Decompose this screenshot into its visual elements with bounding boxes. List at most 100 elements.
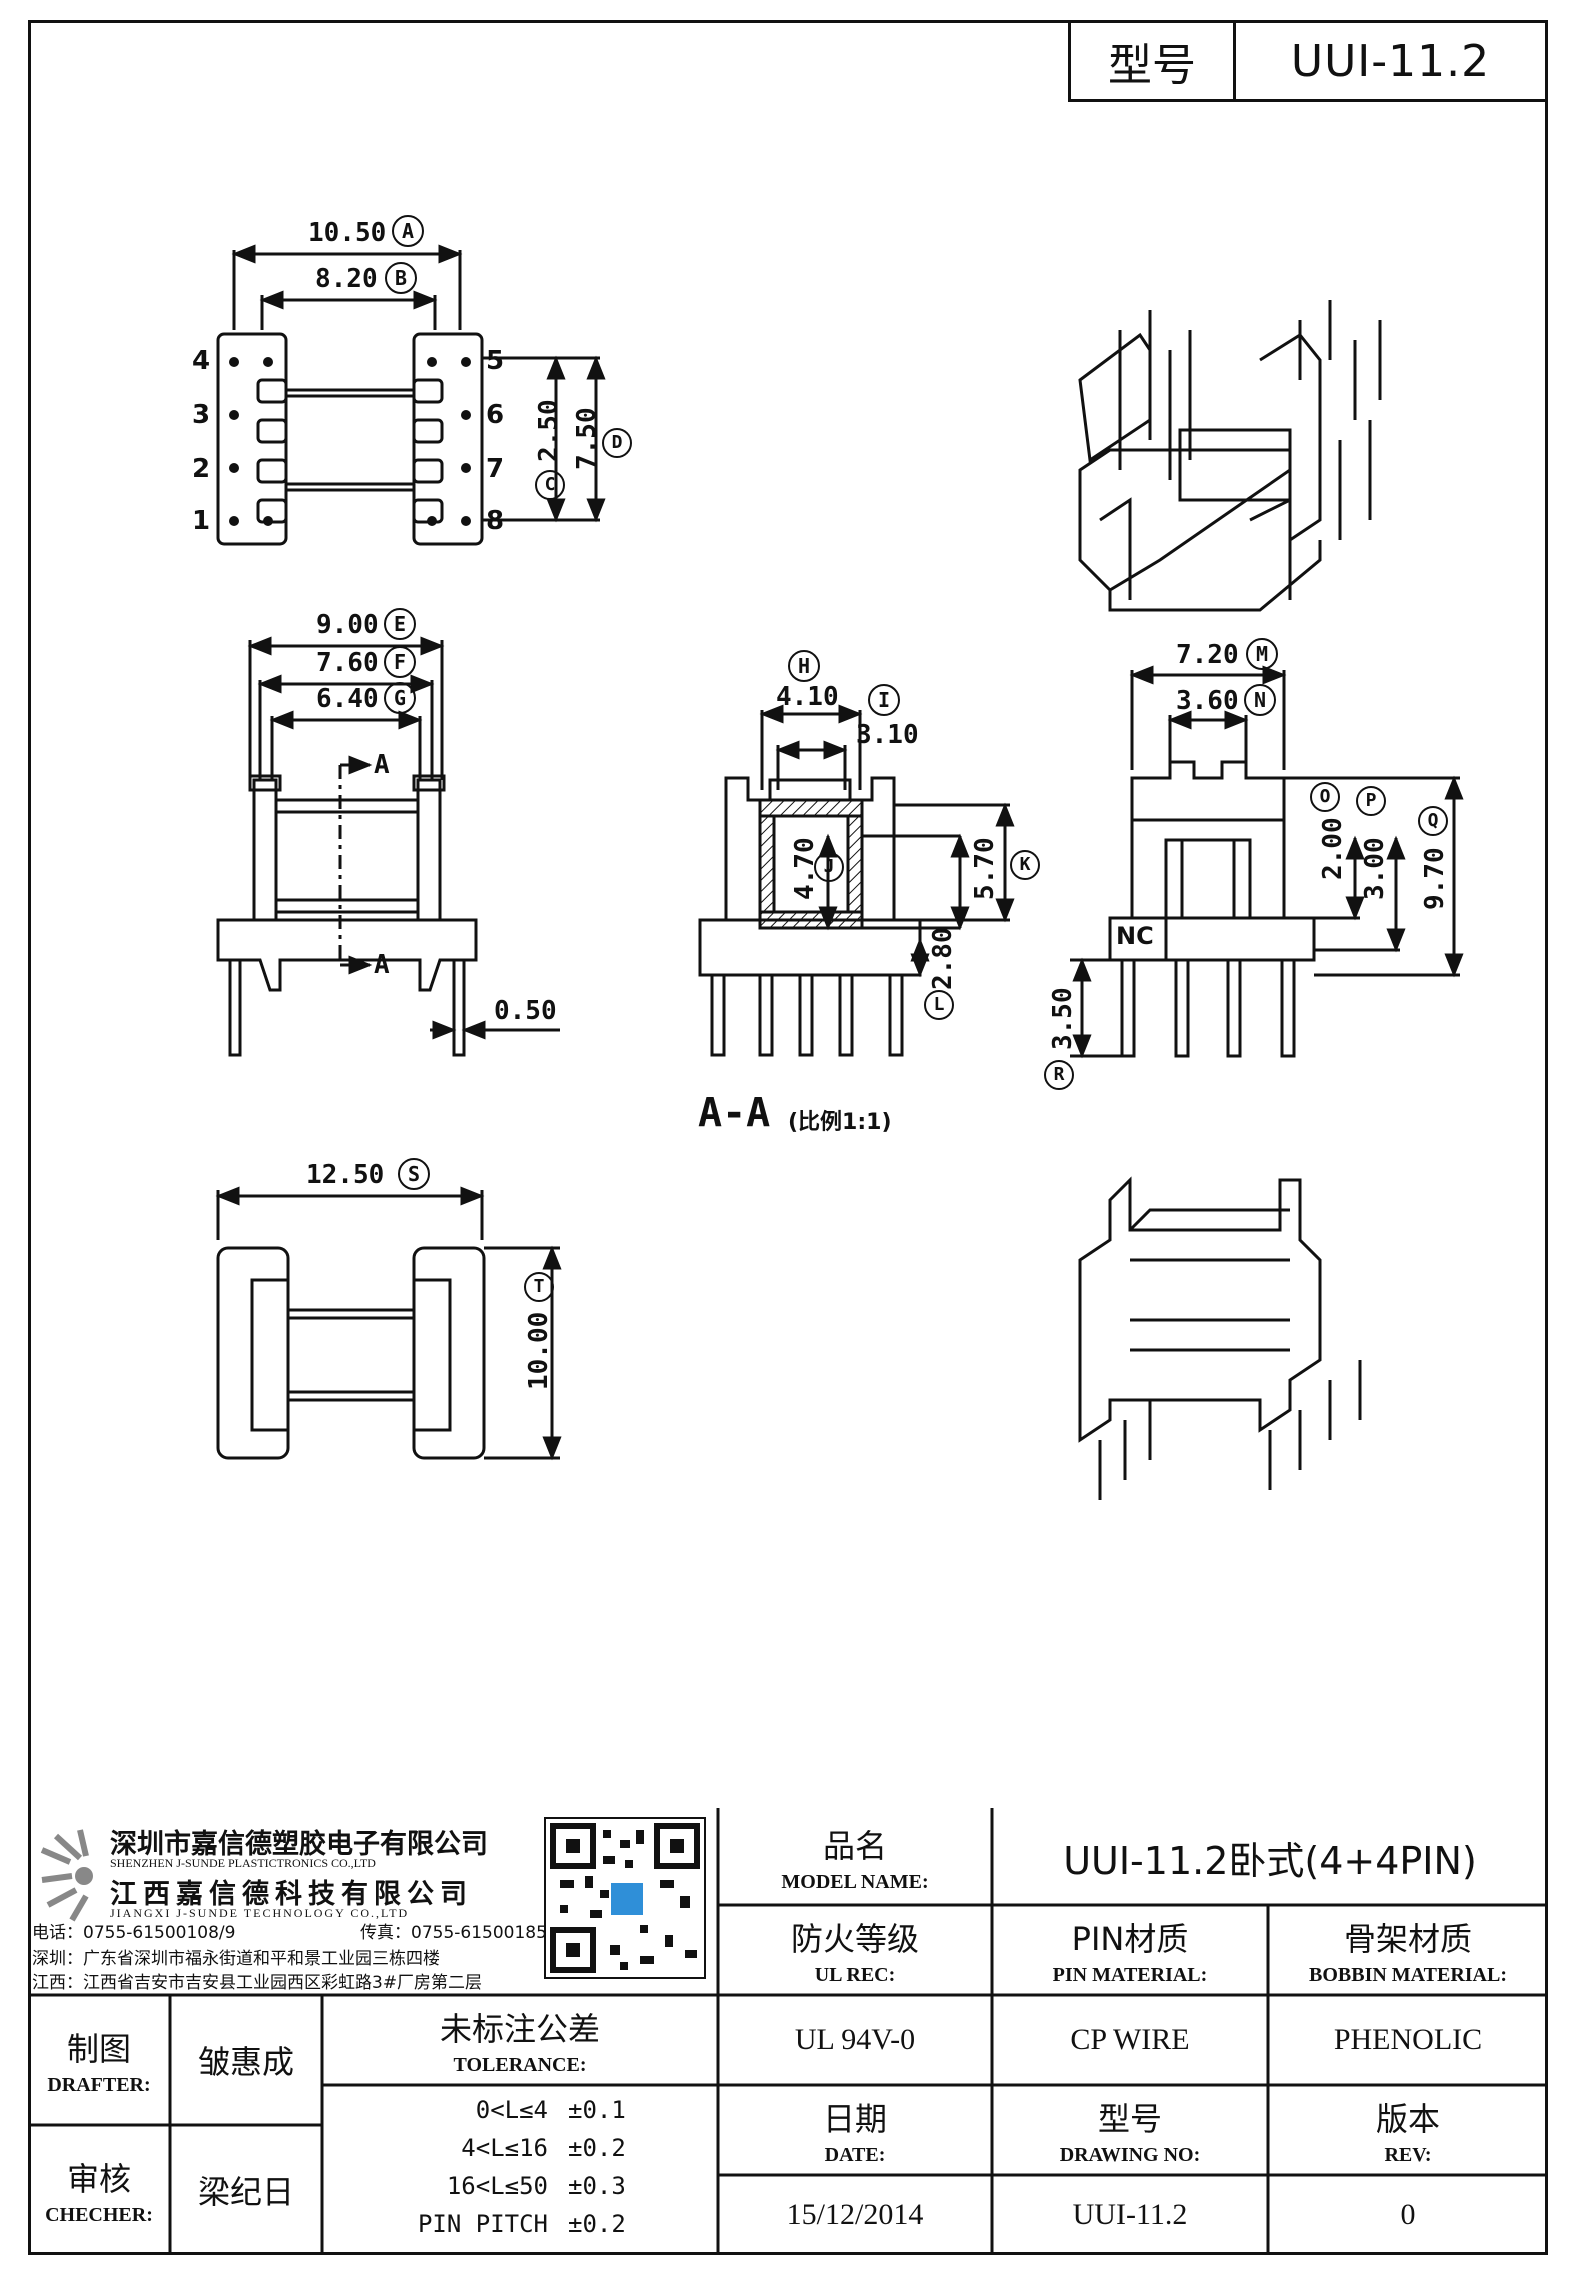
title-block: 型号 UUI-11.2	[1068, 20, 1548, 102]
drawing-no-label-cell: 型号 DRAWING NO:	[992, 2085, 1268, 2175]
pin-label-5: 5	[486, 346, 505, 376]
bobbin-material-value-cell: PHENOLIC	[1268, 1995, 1548, 2085]
company-fax: 传真：0755-61500185	[360, 1923, 547, 1943]
circle-label-n: N	[1244, 684, 1276, 716]
drawing-no-label-en: DRAWING NO:	[1059, 2143, 1201, 2166]
circle-label-a: A	[392, 215, 424, 247]
circle-label-i: I	[868, 684, 900, 716]
dim-bottom-10-00: 10.00	[524, 1311, 554, 1390]
section-title: A-A	[698, 1090, 771, 1136]
dim-top-height: 7.50	[572, 407, 602, 470]
checker-label-cn: 审核	[66, 2159, 131, 2198]
model-name-value-cell: UUI-11.2卧式(4+4PIN)	[992, 1810, 1548, 1905]
drawing-no-value-cell: UUI-11.2	[992, 2175, 1268, 2255]
pin-label-7: 7	[486, 454, 505, 484]
tolerance-title-cn: 未标注公差	[439, 2009, 600, 2048]
isometric-view-top	[1078, 300, 1382, 612]
tolerance-table: 0<L≤4 ±0.1 4<L≤16 ±0.2 16<L≤50 ±0.3 PIN …	[322, 2090, 718, 2255]
circle-label-r: R	[1044, 1060, 1074, 1090]
tolerance-range-2: 16<L≤50	[446, 2172, 548, 2200]
dim-side-3-60: 3.60	[1176, 686, 1239, 716]
date-value: 15/12/2014	[786, 2198, 924, 2231]
bobbin-material-value: PHENOLIC	[1333, 2023, 1483, 2056]
company-address-shenzhen: 深圳：广东省深圳市福永街道和平和景工业园三栋四楼	[32, 1949, 440, 1969]
drafter-label-cn: 制图	[66, 2029, 131, 2068]
ul-rec-label-cn: 防火等级	[790, 1919, 919, 1958]
ul-rec-value-cell: UL 94V-0	[718, 1995, 992, 2085]
title-block-value: UUI-11.2	[1290, 35, 1491, 87]
dim-front-0-50: 0.50	[494, 996, 557, 1026]
rev-value: 0	[1400, 2198, 1416, 2231]
circle-label-h: H	[788, 650, 820, 682]
dim-side-3-50: 3.50	[1048, 987, 1078, 1050]
pin-label-3: 3	[192, 400, 211, 430]
company-name-cn-2: 江西嘉信德科技有限公司	[110, 1879, 473, 1910]
bottom-view	[215, 1186, 562, 1461]
tolerance-range-0: 0<L≤4	[475, 2096, 548, 2124]
rev-value-cell: 0	[1268, 2175, 1548, 2255]
rev-label-en: REV:	[1384, 2143, 1432, 2166]
circle-label-o: O	[1310, 782, 1340, 812]
side-view	[1070, 665, 1464, 1059]
pin-material-value-cell: CP WIRE	[992, 1995, 1268, 2085]
circle-label-k: K	[1010, 850, 1040, 880]
dim-section-3-10: 3.10	[856, 720, 919, 750]
circle-label-m: M	[1246, 638, 1278, 670]
pin-label-8: 8	[486, 506, 505, 536]
dim-bottom-12-50: 12.50	[306, 1160, 385, 1190]
tolerance-value-2: ±0.3	[568, 2172, 626, 2200]
circle-label-f: F	[384, 646, 416, 678]
circle-label-q: Q	[1418, 806, 1448, 836]
dim-side-3-00: 3.00	[1360, 837, 1390, 900]
bobbin-material-label-cell: 骨架材质 BOBBIN MATERIAL:	[1268, 1905, 1548, 1995]
isometric-view-bottom	[1078, 1176, 1362, 1500]
model-name-label-cell: 品名 MODEL NAME:	[718, 1810, 992, 1905]
qr-code-graphic	[544, 1817, 706, 1979]
tolerance-value-1: ±0.2	[568, 2134, 626, 2162]
dim-front-6-40: 6.40	[316, 684, 379, 714]
section-mark-a-bottom: A	[374, 950, 390, 980]
company-name-cn-1: 深圳市嘉信德塑胶电子有限公司	[110, 1829, 488, 1860]
company-address-jiangxi: 江西：江西省吉安市吉安县工业园西区彩虹路3#厂房第二层	[32, 1973, 483, 1993]
drawing-no-value: UUI-11.2	[1072, 2198, 1188, 2231]
dim-top-width-outer: 10.50	[308, 218, 387, 248]
circle-label-s: S	[398, 1158, 430, 1190]
drafter-name: 皱惠成	[197, 2043, 294, 2081]
dim-top-pitch: 2.50	[534, 399, 564, 462]
pin-label-4: 4	[192, 346, 211, 376]
drafter-name-cell: 皱惠成	[170, 1995, 322, 2125]
front-view	[216, 636, 560, 1057]
dim-section-5-70: 5.70	[970, 837, 1000, 900]
dim-front-7-60: 7.60	[316, 648, 379, 678]
tolerance-title-en: TOLERANCE:	[453, 2053, 587, 2076]
circle-label-b: B	[385, 262, 417, 294]
company-name-en-1: SHENZHEN J-SUNDE PLASTICTRONICS CO.,LTD	[110, 1856, 376, 1870]
bobbin-material-label-cn: 骨架材质	[1343, 1919, 1472, 1958]
pin-label-2: 2	[192, 454, 211, 484]
circle-label-d: D	[602, 428, 632, 458]
circle-label-l: L	[924, 990, 954, 1020]
section-scale-note: (比例1:1)	[788, 1110, 892, 1135]
date-value-cell: 15/12/2014	[718, 2175, 992, 2255]
checker-name-cell: 梁纪日	[170, 2125, 322, 2255]
dim-section-4-10: 4.10	[776, 682, 839, 712]
pin-label-1: 1	[192, 506, 211, 536]
nc-label: NC	[1116, 922, 1154, 950]
checker-label-en: CHECHER:	[45, 2203, 153, 2226]
circle-label-t: T	[524, 1272, 554, 1302]
tolerance-range-3: PIN PITCH	[417, 2210, 548, 2238]
company-name-en-2: JIANGXI J-SUNDE TECHNOLOGY CO.,LTD	[110, 1906, 410, 1920]
company-logo	[40, 1829, 93, 1922]
dim-side-7-20: 7.20	[1176, 640, 1239, 670]
title-block-label: 型号	[1071, 23, 1236, 99]
pin-label-6: 6	[486, 400, 505, 430]
dim-top-width-inner: 8.20	[315, 264, 378, 294]
company-tel: 电话：0755-61500108/9	[32, 1923, 236, 1943]
model-name-label-cn: 品名	[822, 1827, 887, 1865]
ul-rec-label-cell: 防火等级 UL REC:	[718, 1905, 992, 1995]
tolerance-value-0: ±0.1	[568, 2096, 626, 2124]
drawing-no-label-cn: 型号	[1097, 2099, 1162, 2138]
bobbin-material-label-en: BOBBIN MATERIAL:	[1309, 1963, 1507, 1986]
section-mark-a-top: A	[374, 750, 390, 780]
